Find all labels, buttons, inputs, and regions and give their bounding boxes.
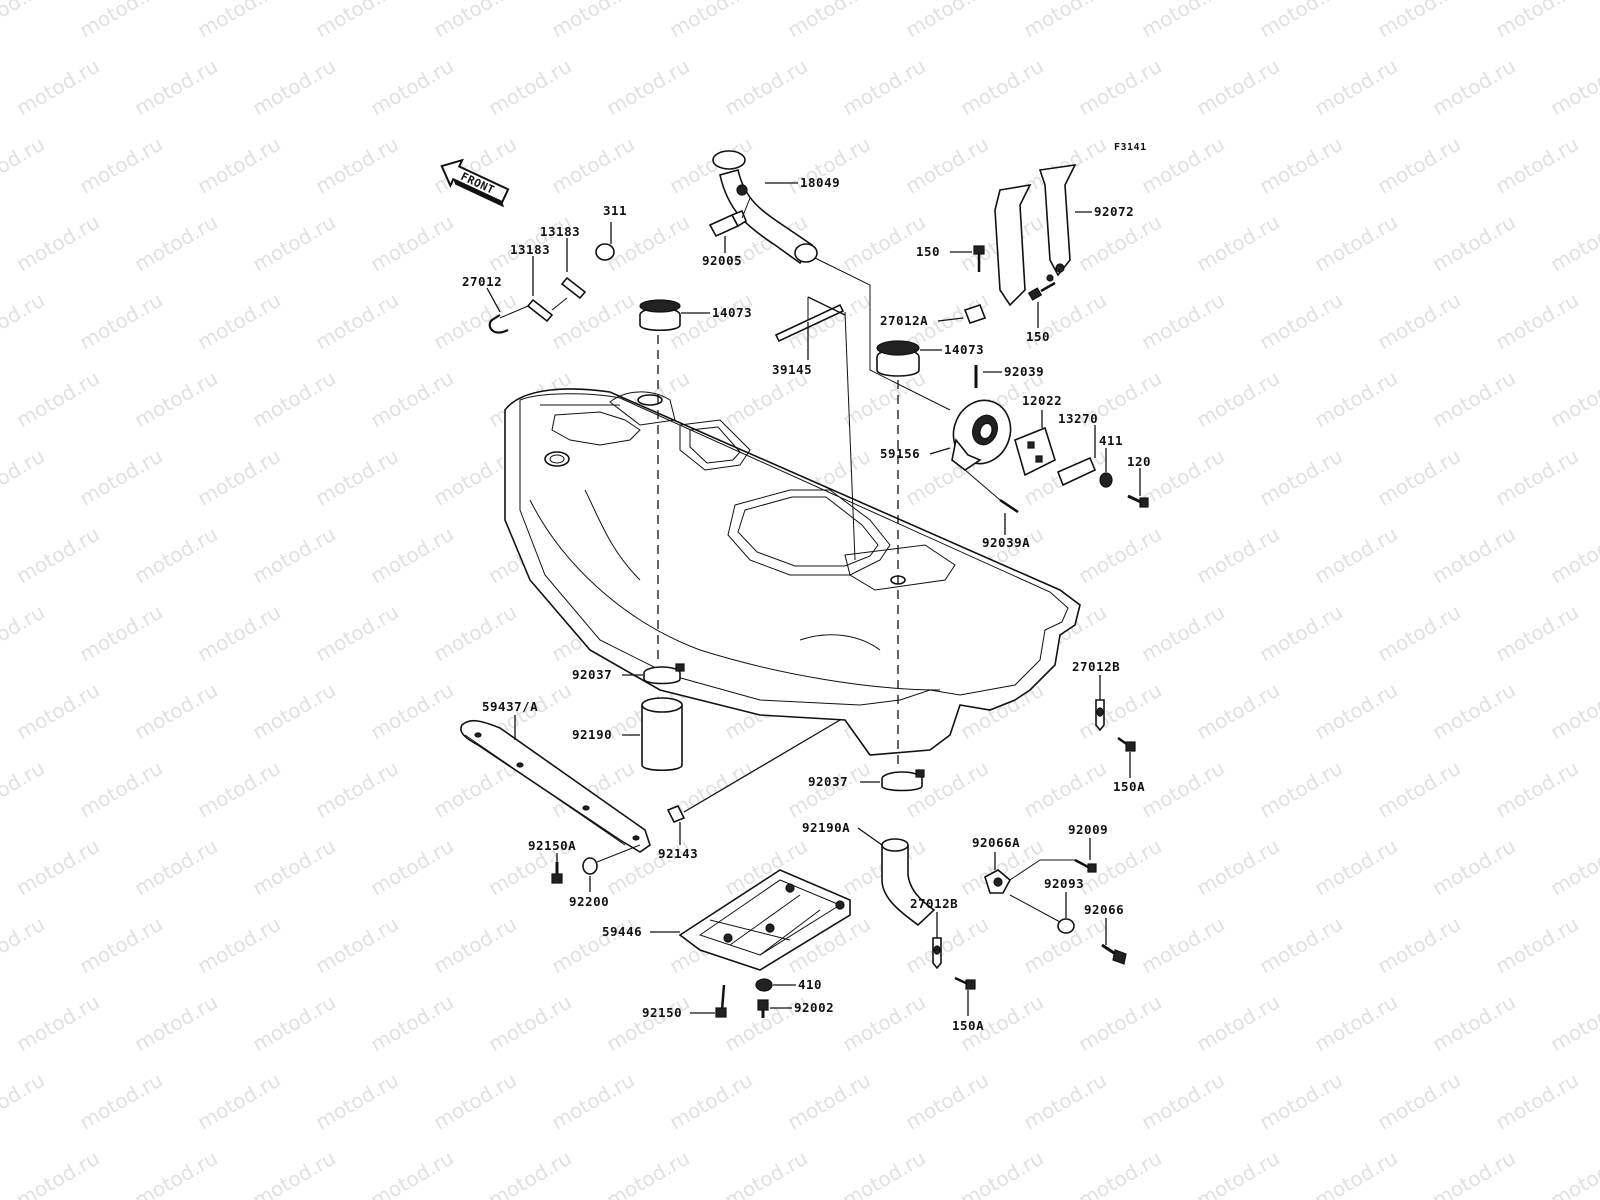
label-311: 311: [603, 203, 627, 218]
cap-part-right: [876, 340, 920, 377]
label-13183-b: 13183: [510, 242, 550, 257]
label-150-a: 150: [916, 244, 940, 259]
label-92150A: 92150A: [528, 838, 576, 853]
bolt-part-92150A: [551, 862, 563, 884]
figure-code: F3141: [1114, 142, 1147, 153]
label-59437: 59437/A: [482, 699, 538, 714]
intake-hose-part: [712, 150, 818, 265]
label-92037-b: 92037: [808, 774, 848, 789]
label-14073-b: 14073: [944, 342, 984, 357]
screw-part-92009: [1074, 858, 1097, 873]
hose-fitting-part: [708, 197, 751, 238]
clip-part: [963, 303, 987, 325]
label-92066: 92066: [1084, 902, 1124, 917]
label-92039A: 92039A: [982, 535, 1030, 550]
label-92066A: 92066A: [972, 835, 1020, 850]
label-92072: 92072: [1094, 204, 1134, 219]
bolt-part-92150: [715, 984, 727, 1018]
label-13270: 13270: [1058, 411, 1098, 426]
bolt-part-150a: [973, 245, 985, 272]
label-59156: 59156: [880, 446, 920, 461]
strap-parts: [994, 163, 1077, 307]
label-92190: 92190: [572, 727, 612, 742]
label-92039: 92039: [1004, 364, 1044, 379]
label-150A-a: 150A: [1113, 779, 1145, 794]
plate-parts: [526, 276, 587, 323]
nut-part: [595, 243, 615, 261]
label-27012B-a: 27012B: [1072, 659, 1120, 674]
gasket-part: [1014, 426, 1056, 477]
label-13183-a: 13183: [540, 224, 580, 239]
elbow-sleeve-part: [881, 838, 936, 927]
label-12022: 12022: [1022, 393, 1062, 408]
label-92037-a: 92037: [572, 667, 612, 682]
label-18049: 18049: [800, 175, 840, 190]
label-59446: 59446: [602, 924, 642, 939]
bolt-part-92002: [757, 999, 769, 1018]
cap-part-left: [639, 299, 681, 332]
hull-body: [504, 388, 1081, 756]
label-39145: 39145: [772, 362, 812, 377]
label-92143: 92143: [658, 846, 698, 861]
front-arrow-icon: FRONT: [440, 158, 510, 208]
strip-part: [774, 303, 845, 343]
label-92005: 92005: [702, 253, 742, 268]
label-27012: 27012: [462, 274, 502, 289]
label-150A-b: 150A: [952, 1018, 984, 1033]
label-92093: 92093: [1044, 876, 1084, 891]
bracket-part-27012B-b: [932, 937, 942, 970]
label-92009: 92009: [1068, 822, 1108, 837]
sleeve-part: [641, 697, 683, 772]
bolt-part-150b: [1027, 281, 1056, 301]
drain-plug-part-b: [1101, 943, 1127, 965]
drain-plug-part-a: [984, 869, 1012, 894]
label-120: 120: [1127, 454, 1151, 469]
clamp-part-a: [643, 663, 685, 685]
label-411: 411: [1099, 433, 1123, 448]
label-150-b: 150: [1026, 329, 1050, 344]
rail-part: [460, 719, 651, 853]
hook-part: [488, 314, 509, 334]
label-92002: 92002: [794, 1000, 834, 1015]
bolt-part-150A-b: [954, 976, 976, 990]
connector-part: [951, 399, 1012, 471]
bolt-part-150A-a: [1117, 736, 1136, 752]
label-27012A: 27012A: [880, 313, 928, 328]
label-92150: 92150: [642, 1005, 682, 1020]
washer-part-92200: [582, 857, 598, 875]
label-14073-a: 14073: [712, 305, 752, 320]
washer-part-410: [755, 978, 773, 992]
washer-part-411: [1099, 472, 1113, 488]
washer-part-92093: [1057, 918, 1075, 934]
bracket-part: [1056, 456, 1097, 487]
label-410: 410: [798, 977, 822, 992]
stud-part: [666, 719, 841, 824]
bracket-part-27012B-a: [1095, 699, 1105, 732]
clamp-part-b: [881, 769, 925, 792]
label-92190A: 92190A: [802, 820, 850, 835]
bolt-part-120: [1127, 494, 1149, 508]
intake-grate-part: [678, 869, 851, 971]
label-27012B-b: 27012B: [910, 896, 958, 911]
label-92200: 92200: [569, 894, 609, 909]
